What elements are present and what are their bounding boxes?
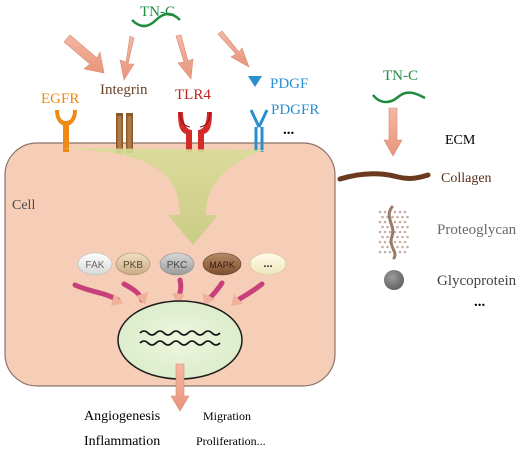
dna-strand-icon-2 — [139, 340, 221, 346]
pdgf-label: PDGF — [270, 76, 308, 92]
proteoglycan-dot — [383, 250, 387, 254]
kinase-fak-label: FAK — [86, 260, 105, 271]
egfr-receptor-icon — [55, 110, 77, 152]
tlr4-label: TLR4 — [175, 87, 211, 103]
tnc-to-tlr4-arrow — [175, 34, 194, 80]
proteoglycan-dot — [386, 245, 389, 249]
proteoglycan-dot — [393, 240, 397, 244]
proteoglycan-dot — [386, 225, 389, 229]
ecm-tnc-molecule — [372, 91, 426, 104]
proteoglycan-dot — [378, 230, 382, 234]
proteoglycan-label: Proteoglycan — [437, 222, 517, 238]
integrin-label: Integrin — [100, 82, 148, 98]
tlr4-receptor-icon — [178, 111, 212, 152]
ecm-title: ECM — [445, 133, 476, 148]
tnc-label-top: TN-C — [140, 4, 175, 20]
collagen-icon — [337, 171, 431, 182]
proteoglycan-dot — [403, 240, 407, 244]
proteoglycan-dot — [403, 250, 407, 254]
kinase-pkc: PKC — [159, 252, 195, 276]
tnc-to-egfr-arrow — [63, 34, 105, 74]
proteoglycan-dot — [396, 245, 399, 249]
proteoglycan-dot — [378, 250, 382, 254]
proteoglycan-dot — [391, 215, 394, 219]
kinase-pkb: PKB — [115, 252, 151, 276]
proteoglycan-dot — [401, 225, 404, 229]
proteoglycan-dot — [398, 220, 402, 224]
signal-funnel-arrow — [58, 148, 266, 245]
proteoglycan-dot — [393, 220, 397, 224]
kinase-mapk: MAPK — [202, 252, 242, 276]
proteoglycan-dot — [393, 210, 397, 214]
proteoglycan-dot — [381, 245, 384, 249]
proteoglycan-dot — [406, 225, 409, 229]
proteoglycan-dot — [403, 230, 407, 234]
proteoglycan-dot — [401, 245, 404, 249]
proteoglycan-dot — [388, 250, 392, 254]
proteoglycan-dot — [396, 225, 399, 229]
kinase-mapk-label: MAPK — [209, 260, 235, 270]
proteoglycan-dot — [383, 240, 387, 244]
proteoglycan-dot — [403, 210, 407, 214]
tnc-to-pdgfr-arrow — [217, 30, 250, 68]
proteoglycan-dot — [398, 250, 402, 254]
proteoglycan-dot — [406, 215, 409, 219]
integrin-receptor-icon — [116, 113, 133, 153]
proteoglycan-dot — [396, 235, 399, 239]
proteoglycan-dot — [378, 220, 382, 224]
dna-strand-icon — [139, 330, 221, 336]
proteoglycan-dot — [403, 220, 407, 224]
proteoglycan-dot — [383, 230, 387, 234]
proteoglycan-dot — [381, 225, 384, 229]
kinase-more: ... — [249, 252, 287, 276]
egfr-label: EGFR — [41, 91, 79, 107]
outcome-inflammation: Inflammation — [84, 434, 160, 449]
nucleus-output-arrow — [170, 363, 190, 412]
proteoglycan-icon — [378, 205, 409, 260]
kinase-more-label: ... — [263, 258, 272, 270]
outcome-migration: Migration — [203, 409, 251, 423]
proteoglycan-dot — [398, 230, 402, 234]
proteoglycan-dot — [381, 235, 384, 239]
proteoglycan-dot — [378, 240, 382, 244]
pdgfr-label: PDGFR — [271, 102, 319, 118]
proteoglycan-dot — [383, 210, 387, 214]
tnc-molecule-top — [131, 12, 181, 28]
tnc-to-integrin-arrow — [119, 35, 135, 81]
glycoprotein-icon — [384, 270, 404, 290]
kinase-to-nucleus-arrows — [72, 277, 265, 306]
proteoglycan-dot — [406, 245, 409, 249]
proteoglycan-dot — [401, 215, 404, 219]
proteoglycan-dot — [383, 220, 387, 224]
proteoglycan-dot — [406, 235, 409, 239]
ecm-down-arrow — [383, 107, 403, 157]
outcome-proliferation: Proliferation... — [196, 434, 266, 448]
pdgfr-receptor-icon — [249, 109, 269, 152]
collagen-label: Collagen — [441, 171, 492, 186]
kinase-pkc-label: PKC — [167, 260, 188, 271]
proteoglycan-dot — [381, 215, 384, 219]
proteoglycan-dot — [401, 235, 404, 239]
ecm-more-label: ... — [474, 294, 486, 310]
receptors-more-label: ... — [283, 122, 295, 138]
cell-label: Cell — [12, 198, 35, 213]
proteoglycan-dot — [393, 230, 397, 234]
proteoglycan-dot — [398, 210, 402, 214]
proteoglycan-dot — [398, 240, 402, 244]
kinase-pkb-label: PKB — [123, 260, 143, 271]
glycoprotein-label: Glycoprotein — [437, 273, 517, 289]
proteoglycan-dot — [378, 210, 382, 214]
outcome-angiogenesis: Angiogenesis — [84, 409, 160, 424]
ecm-tnc-label: TN-C — [383, 68, 418, 84]
proteoglycan-dot — [388, 230, 392, 234]
proteoglycan-dot — [396, 215, 399, 219]
pdgf-ligand-icon — [248, 76, 262, 87]
kinase-fak: FAK — [77, 252, 113, 276]
proteoglycan-dot — [386, 235, 389, 239]
